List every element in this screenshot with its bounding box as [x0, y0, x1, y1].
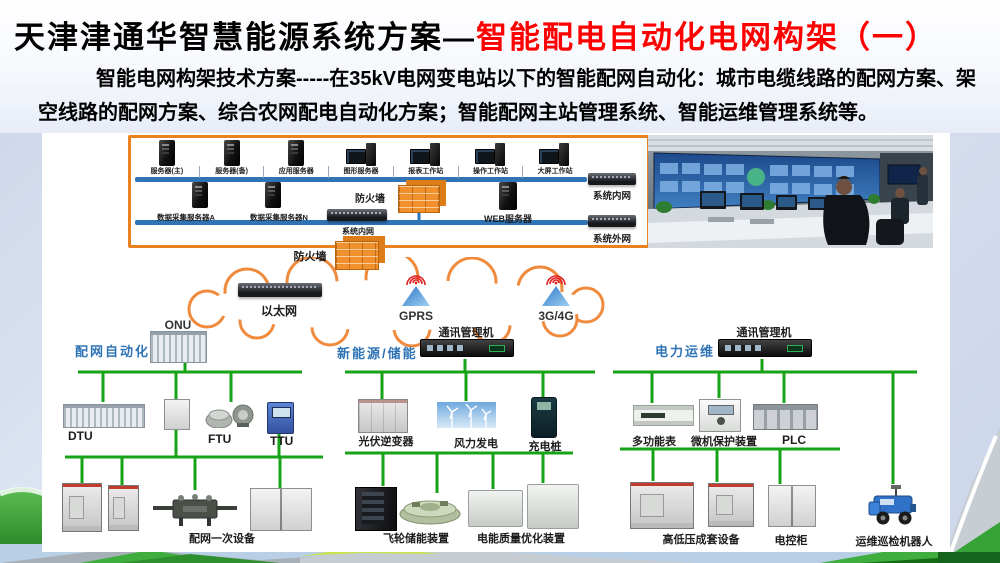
inspection-robot-label: 运维巡检机器人: [855, 536, 933, 548]
system-intranet-label: 系统内网: [592, 191, 631, 202]
power-quality-label: 电能质量优化装置: [477, 533, 565, 545]
daq-server-n-label: 数据采集服务器N: [250, 213, 308, 222]
pole-switch-icon: [153, 494, 237, 526]
pv-inverter-icon: [358, 399, 408, 433]
gprs-label: GPRS: [398, 309, 433, 323]
inspection-robot-icon: [868, 485, 916, 525]
workstation-icon: [410, 140, 440, 166]
hv-lv-equipment-label: 高低压成套设备: [662, 534, 740, 546]
subtitle-paragraph: 智能电网构架技术方案-----在35kV电网变电站以下的智能配网自动化：城市电缆…: [38, 68, 977, 124]
pv-inverter-label: 光伏逆变器: [358, 436, 414, 448]
diagram-panel: 服务器(主) 服务器(备) 应用服务器 图形服务器 报表工作站 操作工作站 大屏…: [42, 133, 950, 552]
section-title-renewable: 新能源/储能: [337, 346, 418, 361]
server-label: 服务器(主): [135, 166, 200, 178]
onu-label: ONU: [164, 318, 192, 332]
network-switch-icon: [327, 209, 387, 221]
workstation-icon: [475, 140, 505, 166]
extranet-switch-icon: [588, 215, 636, 227]
ftu-label: FTU: [208, 432, 232, 446]
workstation-icon: [539, 140, 569, 166]
3g4g-label: 3G/4G: [538, 309, 574, 323]
flywheel-icon: [399, 500, 461, 525]
gateway-label-renewable: 通讯管理机: [438, 327, 494, 339]
plc-label: PLC: [782, 433, 806, 447]
switchgear-icon: [62, 483, 102, 532]
pq-device-icon: [527, 484, 579, 529]
charging-pile-label: 充电桩: [528, 441, 562, 453]
server-label: 服务器(备): [200, 166, 265, 178]
wan-firewall-icon: [335, 241, 379, 270]
server-label: 应用服务器: [264, 166, 330, 178]
system-extranet-label: 系统外网: [592, 234, 631, 245]
web-server-icon: [499, 182, 517, 210]
intranet-switch-icon: [588, 173, 636, 185]
onu-rack-icon: [150, 331, 207, 363]
multifunction-meter-icon: [633, 405, 694, 426]
section-title-distribution: 配网自动化: [75, 344, 151, 359]
gateway-label-operation: 通讯管理机: [736, 327, 792, 339]
server-label: 大屏工作站: [537, 168, 573, 175]
gprs-antenna-icon: [402, 275, 430, 306]
title-red-part: 智能配电自动化电网构架（一）: [476, 20, 938, 55]
server-label: 图形服务器: [329, 166, 394, 178]
protection-device-icon: [699, 399, 741, 432]
pq-device-icon: [468, 490, 523, 527]
multifunction-meter-label: 多功能表: [632, 436, 676, 448]
charging-pile-icon: [531, 397, 557, 438]
cabinet-icon: [164, 399, 190, 430]
dtu-rack-icon: [63, 404, 145, 428]
firewall-icon: [398, 185, 440, 213]
plc-icon: [753, 404, 818, 430]
page-title: 天津津通华智慧能源系统方案—智能配电自动化电网构架（一）: [14, 12, 938, 57]
title-black-part: 天津津通华智慧能源系统方案—: [14, 20, 476, 55]
server-label-row: 服务器(主) 服务器(备) 应用服务器 图形服务器 报表工作站 操作工作站 大屏…: [135, 166, 587, 178]
flywheel-cabinet-icon: [355, 487, 397, 531]
workstation-icon: [346, 140, 376, 166]
inner-network-label: 系统内网: [342, 227, 374, 236]
ttu-meter-icon: [267, 402, 294, 434]
steel-box-icon: [250, 488, 312, 531]
3g4g-antenna-icon: [542, 275, 570, 306]
protection-device-label: 微机保护装置: [691, 436, 757, 448]
wan-firewall-label: 防火墙: [293, 251, 327, 263]
flywheel-storage-label: 飞轮储能装置: [383, 533, 449, 545]
daq-server-a-label: 数据采集服务器A: [157, 213, 215, 222]
wind-power-label: 风力发电: [454, 438, 498, 450]
hv-lv-cabinet-icon: [630, 482, 694, 529]
firewall-label: 防火墙: [355, 194, 385, 205]
control-room-photo: [648, 135, 933, 248]
gateway-device-icon: [718, 339, 812, 357]
ttu-label: TTU: [270, 434, 294, 448]
title-background: [0, 0, 1000, 133]
server-tower-icon: [288, 140, 304, 166]
server-tower-icon: [265, 182, 281, 208]
ftu-icon: [205, 404, 254, 428]
gateway-device-icon: [420, 339, 514, 357]
road-swoosh-decoration: [938, 428, 1000, 563]
wind-power-icon: [437, 402, 496, 428]
control-cabinet-icon: [768, 485, 816, 527]
server-label: 操作工作站: [459, 166, 524, 178]
ethernet-label: 以太网: [260, 304, 297, 318]
web-server-label: WEB服务器: [484, 214, 532, 224]
control-cabinet-label: 电控柜: [774, 535, 808, 547]
primary-equipment-label: 配网一次设备: [189, 533, 255, 545]
server-tower-icon: [224, 140, 240, 166]
ethernet-switch-icon: [238, 283, 322, 297]
switchgear-icon: [108, 485, 139, 531]
wan-cloud-shape: [187, 257, 605, 348]
dtu-label: DTU: [68, 429, 93, 443]
hv-lv-cabinet-icon: [708, 483, 754, 527]
section-title-operation: 电力运维: [655, 344, 716, 359]
server-tower-icon: [159, 140, 175, 166]
server-tower-icon: [192, 182, 208, 208]
server-label: 报表工作站: [394, 166, 459, 178]
